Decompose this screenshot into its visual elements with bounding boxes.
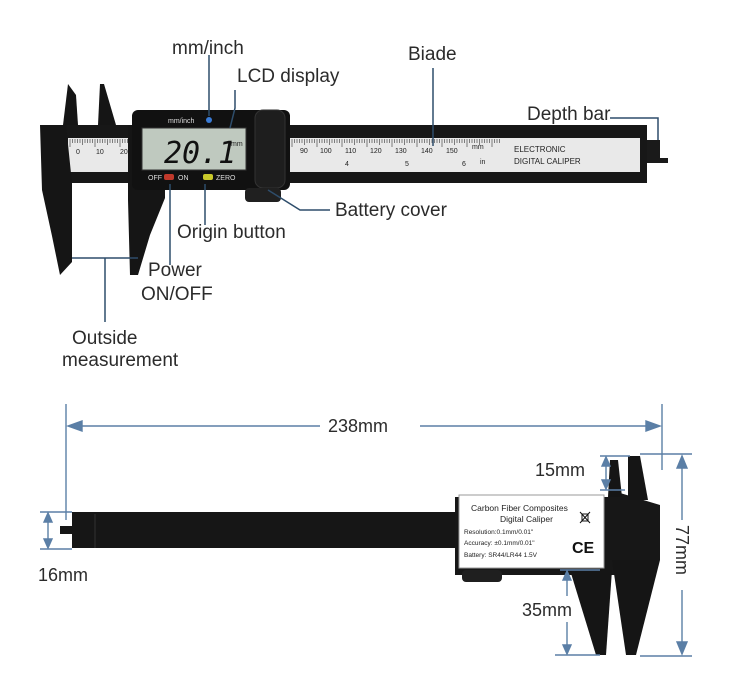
arrow-16-top	[42, 511, 54, 523]
scale-number-120: 120	[370, 148, 382, 155]
plate-line-4: Accuracy: ±0.1mm/0.01"	[464, 540, 535, 547]
scale-number-110: 110	[345, 148, 356, 155]
side-lower-jaw-1	[570, 570, 612, 655]
arrow-16-bottom	[42, 538, 54, 550]
off-label: OFF	[148, 175, 162, 182]
scale-ticks-left	[69, 139, 133, 147]
arrow-238-left	[65, 420, 83, 432]
inside-jaw-fixed	[63, 84, 78, 125]
dim-bar-width-label: 16mm	[38, 565, 88, 585]
plate-line-2: Digital Caliper	[500, 514, 553, 524]
dim-height-label: 77mm	[672, 525, 692, 575]
callout-outside-measurement: measurement	[62, 350, 179, 371]
side-upper-jaw-2	[628, 456, 648, 500]
inside-jaw-sliding	[98, 84, 116, 125]
scale-face-left	[68, 138, 136, 172]
arrow-238-right	[645, 420, 663, 432]
plate-line-1: Carbon Fiber Composites	[471, 503, 568, 513]
plate-line-3: Resolution:0.1mm/0.01"	[464, 529, 534, 536]
arrow-77-bottom	[675, 641, 689, 656]
dim-length-label: 238mm	[328, 416, 388, 436]
thumb-wheel[interactable]	[245, 188, 281, 202]
scale-number-150: 150	[446, 148, 458, 155]
lcd-screen	[141, 127, 247, 171]
callout-outside: Outside	[72, 328, 137, 349]
scale-number-140: 140	[421, 148, 433, 155]
callout-lcd-display: LCD display	[237, 66, 340, 87]
arrow-35-top	[561, 569, 573, 581]
side-upper-jaw-1	[608, 460, 622, 497]
zero-label: ZERO	[216, 175, 236, 182]
callout-depth-bar: Depth bar	[527, 104, 611, 125]
lcd-reading: 20.1	[164, 136, 236, 171]
power-button[interactable]	[164, 174, 174, 180]
dim-jaw-bottom-label: 35mm	[522, 600, 572, 620]
arrow-15-bottom	[600, 479, 612, 491]
side-thumb-wheel[interactable]	[462, 570, 502, 582]
mm-inch-button[interactable]	[206, 117, 212, 123]
callout-power-on-off: ON/OFF	[141, 284, 213, 305]
dimension-lines	[40, 404, 692, 657]
scale-face-right	[290, 138, 640, 172]
arrow-77-top	[675, 454, 689, 469]
side-beam-tip	[60, 526, 72, 534]
dim-jaw-top-label: 15mm	[535, 460, 585, 480]
scale-number-130: 130	[395, 148, 407, 155]
arrow-15-top	[600, 455, 612, 467]
plate-line-5: Battery: SR44/LR44 1.5V	[464, 552, 538, 559]
scale-unit-mm: mm	[472, 144, 484, 151]
callout-mm-inch: mm/inch	[172, 38, 244, 59]
caliper-side-view: Carbon Fiber Composites Digital Caliper …	[60, 456, 660, 655]
side-lower-jaw-2	[612, 560, 660, 655]
on-label: ON	[178, 175, 189, 182]
callout-battery-cover: Battery cover	[335, 200, 448, 221]
scale-number-0: 0	[76, 149, 80, 156]
leader-depth-bar	[610, 117, 659, 140]
ce-mark: CE	[572, 540, 595, 557]
arrow-35-bottom	[561, 644, 573, 656]
inch-unit: in	[480, 159, 486, 166]
callout-power: Power	[148, 260, 203, 281]
callout-leaders	[72, 55, 659, 322]
brand-line-1: ELECTRONIC	[514, 145, 566, 154]
scale-number-90: 90	[300, 148, 308, 155]
scale-number-100: 100	[320, 148, 332, 155]
battery-cover	[254, 109, 286, 189]
scale-number-10: 10	[96, 149, 104, 156]
inch-mark-5: 5	[405, 161, 409, 168]
callout-blade: Biade	[408, 44, 457, 65]
leader-battery	[267, 189, 330, 211]
scale-number-20: 20	[120, 149, 128, 156]
inch-mark-4: 4	[345, 161, 349, 168]
label-plate	[458, 494, 605, 569]
lcd-unit: mm	[231, 141, 243, 148]
caliper-top-view: 0 10 20 90 100 110 120 130 140 150 mm 4 …	[40, 84, 668, 275]
inch-mark-6: 6	[462, 161, 466, 168]
brand-line-2: DIGITAL CALIPER	[514, 157, 581, 166]
callout-origin-button: Origin button	[177, 222, 286, 243]
zero-button[interactable]	[203, 174, 213, 180]
scale-ticks-right	[291, 139, 500, 147]
fixed-jaw	[40, 125, 72, 275]
head-unit-label: mm/inch	[168, 118, 195, 125]
weee-bin-icon	[579, 511, 591, 524]
leader-lcd	[229, 90, 236, 129]
